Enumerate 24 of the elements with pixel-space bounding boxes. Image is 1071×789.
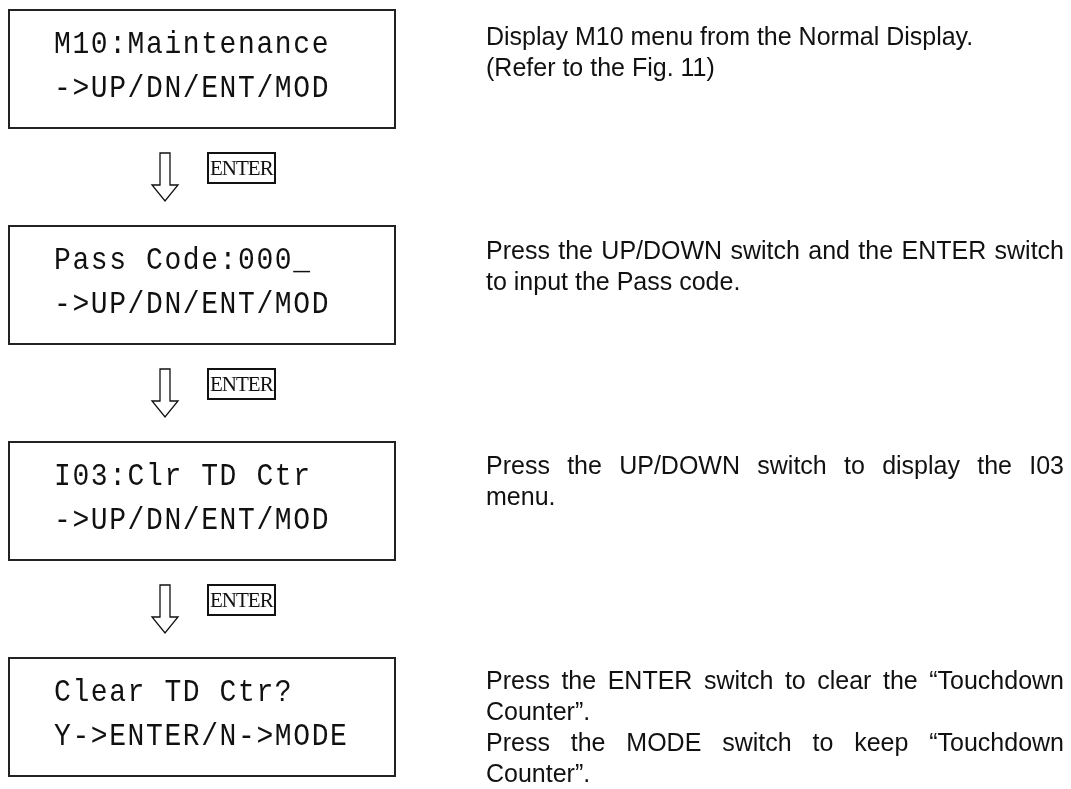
- display-line: I03:Clr TD Ctr: [54, 458, 312, 496]
- lcd-display-box: [8, 657, 396, 777]
- display-line: Y->ENTER/N->MODE: [54, 718, 349, 756]
- display-line: Pass Code:000_: [54, 242, 312, 280]
- hollow-arrow: [150, 152, 180, 203]
- instruction-text: Press the MODE switch to keep “Touchdown Counter”.: [486, 727, 1064, 789]
- display-line: Clear TD Ctr?: [54, 674, 294, 712]
- display-line: ->UP/DN/ENT/MOD: [54, 70, 331, 108]
- instruction-text: Display M10 menu from the Normal Display.: [486, 21, 975, 52]
- key-label: ENTER: [207, 584, 276, 616]
- display-line: ->UP/DN/ENT/MOD: [54, 286, 331, 324]
- display-line: ->UP/DN/ENT/MOD: [54, 502, 331, 540]
- instruction-text: Press the UP/DOWN switch to display the I03 menu.: [486, 450, 1064, 512]
- instruction-text: (Refer to the Fig. 11): [486, 52, 716, 83]
- lcd-display-box: [8, 441, 396, 561]
- hollow-arrow: [150, 368, 180, 419]
- instruction-text: Press the ENTER switch to clear the “Touchdown Counter”.: [486, 665, 1064, 727]
- key-label: ENTER: [207, 368, 276, 400]
- hollow-arrow: [150, 584, 180, 635]
- lcd-display-box: [8, 225, 396, 345]
- key-label: ENTER: [207, 152, 276, 184]
- instruction-text: Press the UP/DOWN switch and the ENTER switch to input the Pass code.: [486, 235, 1064, 297]
- lcd-display-box: [8, 9, 396, 129]
- display-line: M10:Maintenance: [54, 26, 331, 64]
